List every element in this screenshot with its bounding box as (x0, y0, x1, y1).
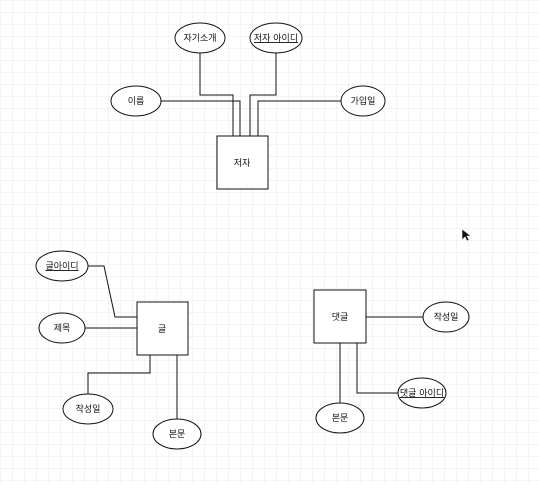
attr-comment-body-label: 본문 (332, 413, 349, 424)
attr-post-body-label: 본문 (169, 429, 186, 440)
attr-comment-created-label: 작성일 (434, 312, 459, 323)
edge-post-created (87, 355, 151, 397)
attr-author-joined[interactable]: 가입일 (340, 85, 386, 117)
attr-author-name-label: 이름 (128, 96, 145, 107)
edge-author-name (161, 100, 241, 136)
attr-author-name[interactable]: 이름 (110, 85, 162, 117)
edge-comment-id (356, 343, 400, 394)
mouse-pointer-icon (461, 228, 472, 242)
attr-post-id[interactable]: 글아이디 (35, 250, 89, 282)
entity-post[interactable]: 글 (136, 301, 189, 356)
edge-author-id (249, 52, 277, 136)
entity-author-label: 저자 (234, 158, 251, 169)
attr-post-id-label: 글아이디 (45, 261, 78, 272)
entity-comment[interactable]: 댓글 (313, 289, 367, 344)
comment-connectors (339, 316, 424, 405)
entity-post-label: 글 (158, 324, 166, 335)
edge-author-joined (257, 100, 341, 136)
attr-comment-id-label: 댓글 아이디 (400, 388, 444, 399)
attr-comment-body[interactable]: 본문 (315, 402, 365, 434)
attr-post-title-label: 제목 (54, 323, 71, 334)
attr-post-created[interactable]: 작성일 (62, 393, 114, 425)
attr-author-intro[interactable]: 자기소개 (174, 22, 226, 54)
attr-author-joined-label: 가입일 (351, 95, 376, 107)
attr-post-created-label: 작성일 (76, 404, 101, 415)
edge-post-id (88, 265, 137, 318)
attr-author-id-label: 저자 아이디 (254, 33, 298, 44)
attr-comment-created[interactable]: 작성일 (422, 301, 470, 333)
entity-comment-label: 댓글 (332, 312, 349, 323)
author-connectors (161, 52, 341, 136)
attr-comment-id[interactable]: 댓글 아이디 (397, 377, 447, 409)
attr-author-intro-label: 자기소개 (183, 33, 216, 44)
attr-author-id[interactable]: 저자 아이디 (249, 22, 303, 54)
edge-author-intro (199, 52, 234, 136)
entity-author[interactable]: 저자 (216, 135, 269, 190)
attr-post-title[interactable]: 제목 (38, 312, 86, 344)
post-connectors (84, 265, 178, 419)
attr-post-body[interactable]: 본문 (152, 418, 202, 450)
